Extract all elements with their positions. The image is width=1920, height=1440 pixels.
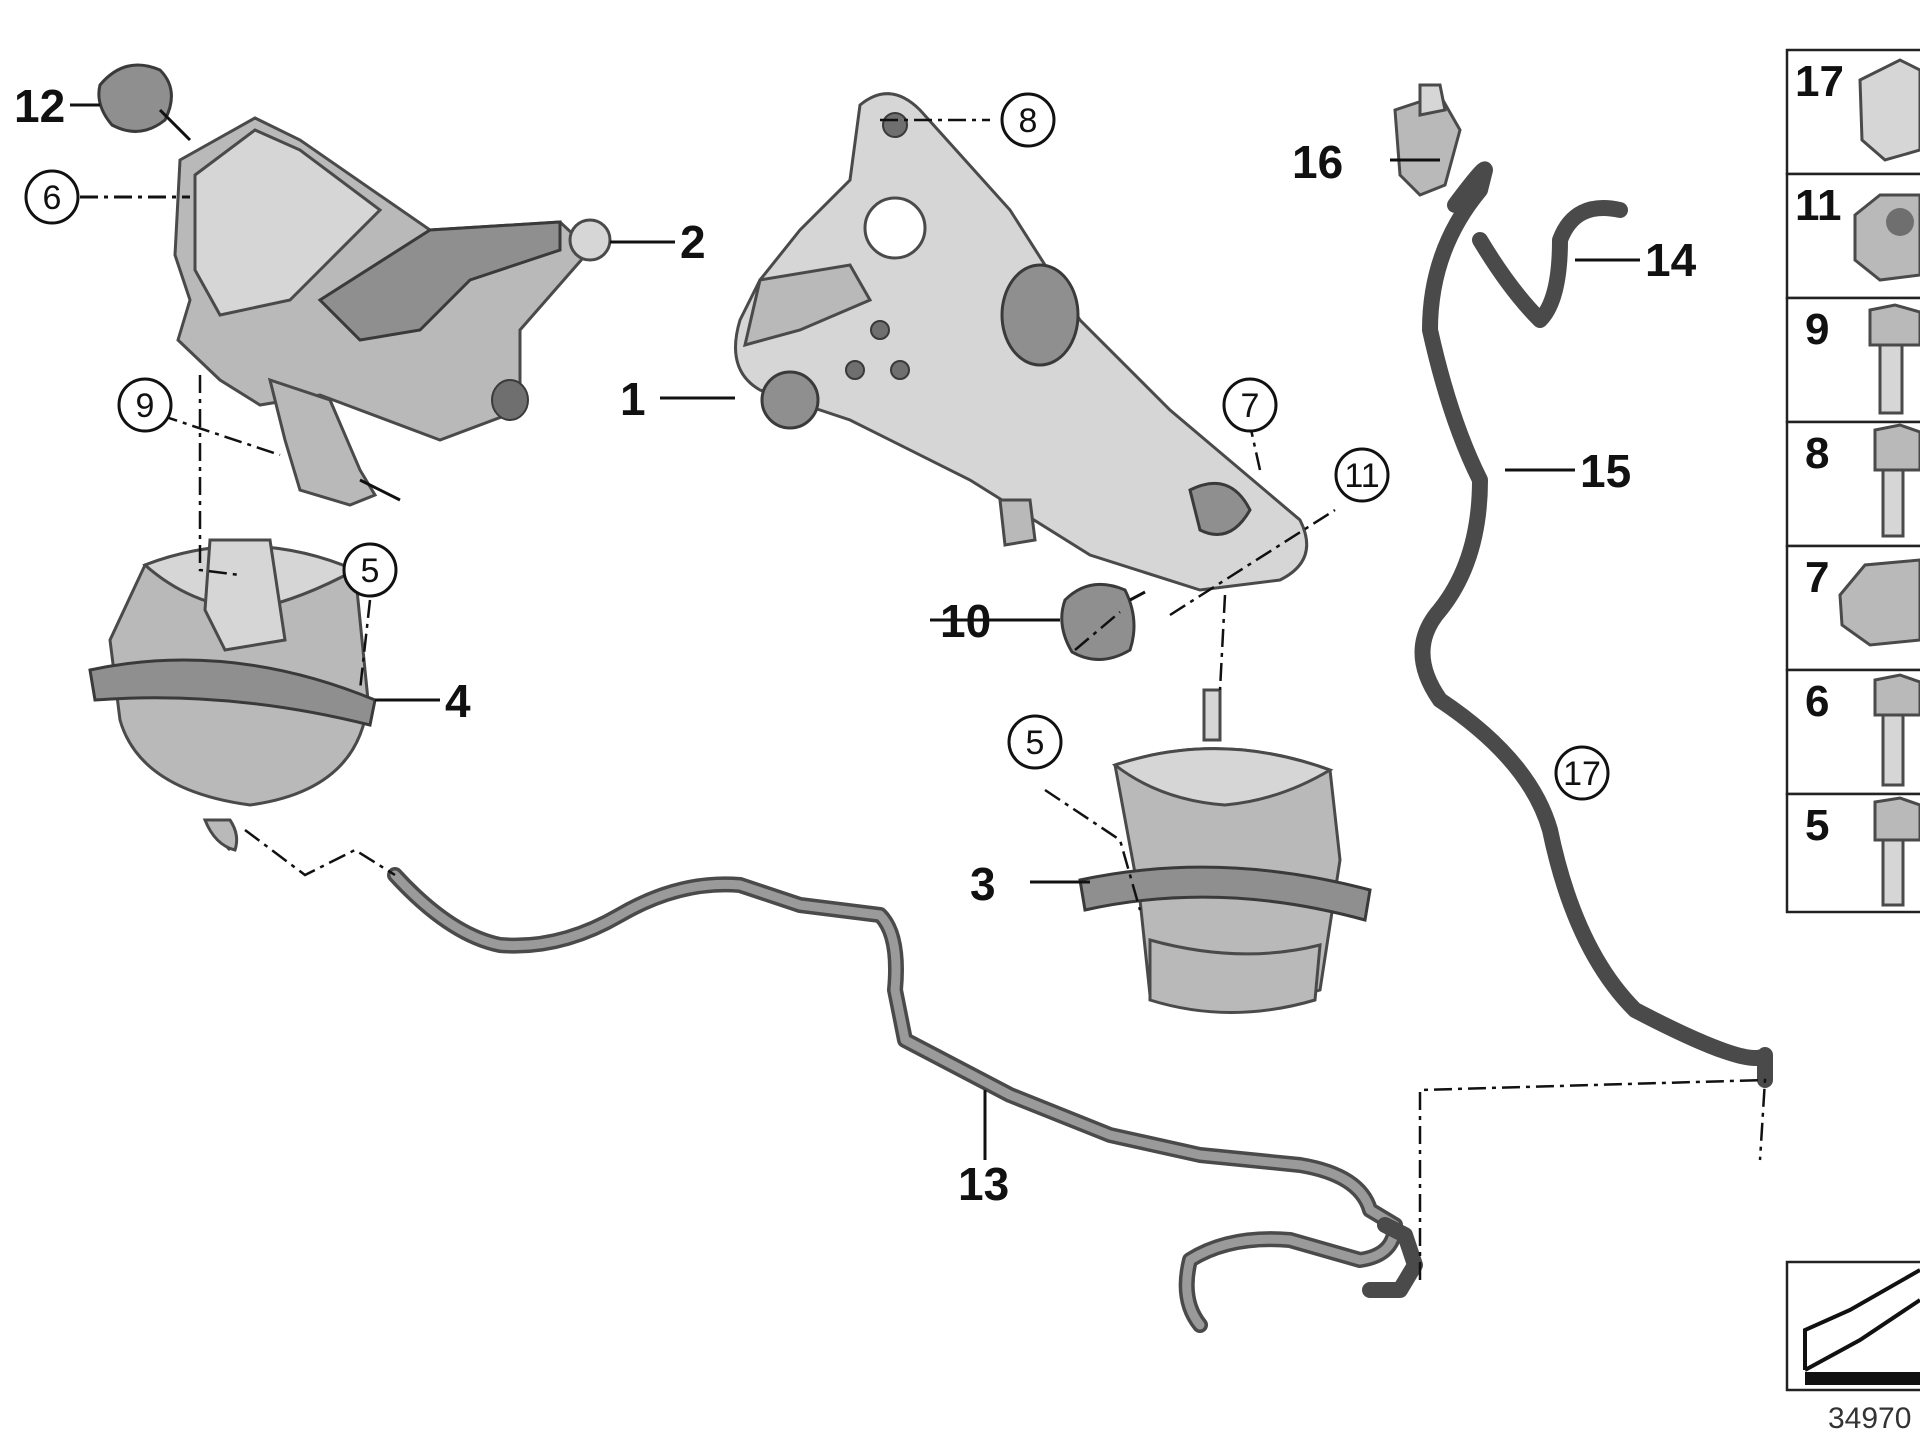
- nut-hole: [1886, 208, 1914, 236]
- flange-nut-icon: [1838, 558, 1920, 647]
- callout-15: 15: [1580, 445, 1631, 497]
- flange-bolt-icon-5: [1873, 796, 1920, 907]
- callout-4: 4: [445, 675, 471, 727]
- panel-number-7: 7: [1805, 553, 1829, 602]
- vacuum-line-15: [1393, 83, 1773, 1088]
- panel-number-11: 11: [1795, 181, 1842, 230]
- rubber-stop-12: [97, 63, 192, 142]
- svg-text:11: 11: [1344, 457, 1379, 495]
- document-number: 34970: [1828, 1402, 1911, 1435]
- engine-mount-right: [1078, 688, 1372, 1014]
- svg-text:5: 5: [1026, 724, 1045, 762]
- circled-callout-11: 11: [1334, 447, 1390, 503]
- engine-mount-left: [88, 538, 377, 852]
- circled-callout-6: 6: [24, 169, 190, 225]
- svg-text:17: 17: [1563, 755, 1601, 793]
- hex-nut-icon: [1853, 193, 1920, 282]
- fastener-panel: 17 11 9 8 7 6 5: [1785, 48, 1920, 914]
- circled-callout-7: 7: [1222, 377, 1278, 433]
- panel-number-9: 9: [1805, 305, 1829, 354]
- callout-10: 10: [940, 595, 991, 647]
- panel-number-8: 8: [1805, 429, 1829, 478]
- svg-text:6: 6: [43, 179, 62, 217]
- rubber-buffer-10: [1060, 582, 1146, 662]
- circled-callout-5-left: 5: [342, 542, 398, 598]
- clip-icon: [1858, 58, 1920, 162]
- svg-text:7: 7: [1241, 387, 1260, 425]
- circled-callout-5-right: 5: [1007, 714, 1063, 770]
- svg-text:8: 8: [1019, 102, 1038, 140]
- svg-text:9: 9: [136, 387, 155, 425]
- circled-callout-8: 8: [1000, 92, 1056, 148]
- callout-3: 3: [970, 858, 996, 910]
- callout-12: 12: [14, 80, 65, 132]
- main-bracket: [734, 92, 1309, 592]
- panel-number-5: 5: [1805, 801, 1829, 850]
- callout-14: 14: [1645, 234, 1697, 286]
- svg-text:5: 5: [361, 552, 380, 590]
- leader-lines: [70, 103, 1640, 1160]
- assembly-lines: [159, 118, 1767, 1280]
- engine-bracket-left: [173, 116, 612, 507]
- vehicle-orientation-icon: [1785, 1260, 1920, 1392]
- callout-2: 2: [680, 216, 706, 268]
- callout-1: 1: [620, 373, 646, 425]
- circled-callout-9: 9: [117, 377, 173, 433]
- flange-bolt-icon: [1873, 423, 1920, 538]
- callout-16: 16: [1292, 136, 1343, 188]
- panel-number-6: 6: [1805, 677, 1829, 726]
- callout-13: 13: [958, 1158, 1009, 1210]
- hex-bolt-icon-6: [1873, 673, 1920, 787]
- hex-bolt-icon: [1868, 303, 1920, 415]
- circled-callout-17: 17: [1554, 745, 1610, 801]
- panel-number-17: 17: [1795, 57, 1844, 106]
- vacuum-line-13: [387, 867, 1423, 1333]
